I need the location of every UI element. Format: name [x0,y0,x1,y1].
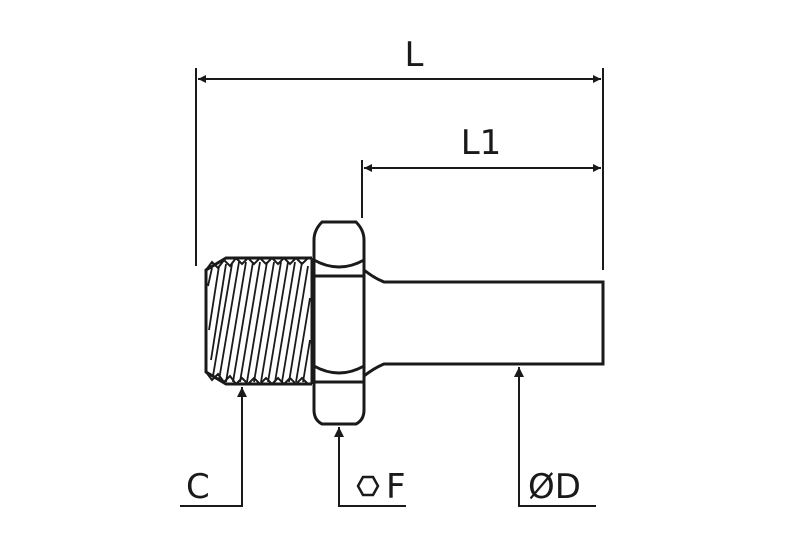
dimension-l: L [198,35,601,83]
dimension-l-label: L [405,35,424,75]
tube-section [363,268,605,378]
threaded-section [204,256,314,386]
diameter-label: ØD [528,467,581,507]
thread-bottom-teeth [205,371,309,386]
leader-d: ØD [514,367,596,507]
hex-nut [312,220,366,426]
hex-label: F [386,467,406,507]
extension-lines [195,68,604,270]
thread-label: C [186,467,210,507]
thread-top-teeth [205,256,309,271]
hexagon-icon [356,475,380,497]
leader-f: F [334,427,406,507]
leader-c: C [180,387,247,507]
dimension-l1: L1 [364,123,601,172]
dimension-l1-label: L1 [461,123,502,163]
thread-lines [207,261,311,383]
